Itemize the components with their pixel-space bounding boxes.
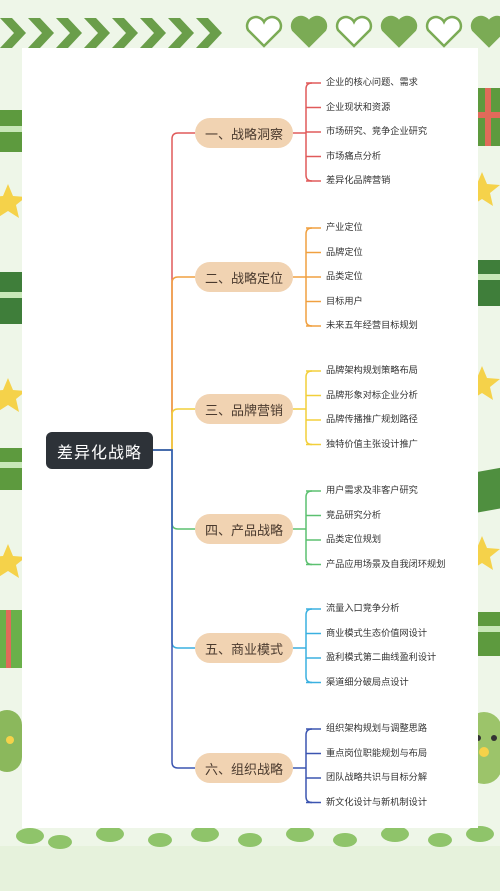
leaf-node: 重点岗位职能规划与布局: [326, 747, 428, 759]
branch-node: 五、商业模式: [195, 633, 293, 663]
branch-connector: [305, 608, 313, 684]
leaf-node: 品类定位: [326, 271, 363, 282]
leaf-node: 品牌传播推广规划路径: [326, 414, 418, 425]
root-connector: [153, 449, 195, 769]
heart-icon: [245, 15, 500, 48]
branch-node: 四、产品战略: [195, 514, 293, 544]
leaf-node: 团队战略共识与目标分解: [326, 772, 428, 783]
root-connector: [153, 132, 195, 451]
leaf-node: 盈利模式第二曲线盈利设计: [326, 652, 437, 663]
leaf-node: 用户需求及非客户研究: [326, 485, 418, 496]
leaf-node: 品牌架构规划策略布局: [326, 365, 418, 376]
leaf-node: 市场痛点分析: [326, 150, 382, 162]
leaf-node: 产业定位: [326, 222, 363, 233]
root-connector: [153, 449, 195, 530]
leaf-node: 新文化设计与新机制设计: [326, 796, 428, 808]
leaf-node: 目标用户: [326, 295, 363, 307]
leaf-node: 品类定位规划: [326, 534, 382, 545]
leaf-node: 企业的核心问题、需求: [326, 77, 418, 88]
leaf-node: 未来五年经营目标规划: [326, 320, 418, 331]
branch-node: 三、品牌营销: [195, 394, 293, 424]
chevron-border-icon: [0, 18, 222, 48]
leaf-node: 市场研究、竞争企业研究: [326, 126, 428, 137]
root-connector: [153, 276, 195, 451]
leaf-node: 商业模式生态价值网设计: [326, 627, 428, 639]
leaf-node: 竞品研究分析: [326, 509, 382, 521]
root-connector: [153, 408, 195, 451]
root-connector: [153, 449, 195, 649]
sprout-icon: [0, 826, 500, 891]
branch-connector: [305, 370, 313, 446]
leaf-node: 企业现状和资源: [326, 101, 391, 113]
leaf-node: 独特价值主张设计推广: [326, 438, 418, 450]
branch-node: 六、组织战略: [195, 753, 293, 783]
leaf-node: 品牌形象对标企业分析: [326, 389, 418, 401]
branch-connector: [305, 728, 313, 804]
root-node: 差异化战略: [46, 432, 153, 469]
branch-node: 二、战略定位: [195, 262, 293, 292]
leaf-node: 产品应用场景及自我闭环规划: [326, 558, 446, 570]
branch-connector: [305, 490, 313, 566]
leaf-node: 流量入口竞争分析: [326, 603, 400, 614]
leaf-node: 品牌定位: [326, 246, 363, 258]
branch-node: 一、战略洞察: [195, 118, 293, 148]
leaf-node: 差异化品牌营销: [326, 175, 391, 186]
leaf-node: 组织架构规划与调整思路: [326, 723, 428, 734]
leaf-node: 渠道细分破局点设计: [326, 676, 409, 688]
